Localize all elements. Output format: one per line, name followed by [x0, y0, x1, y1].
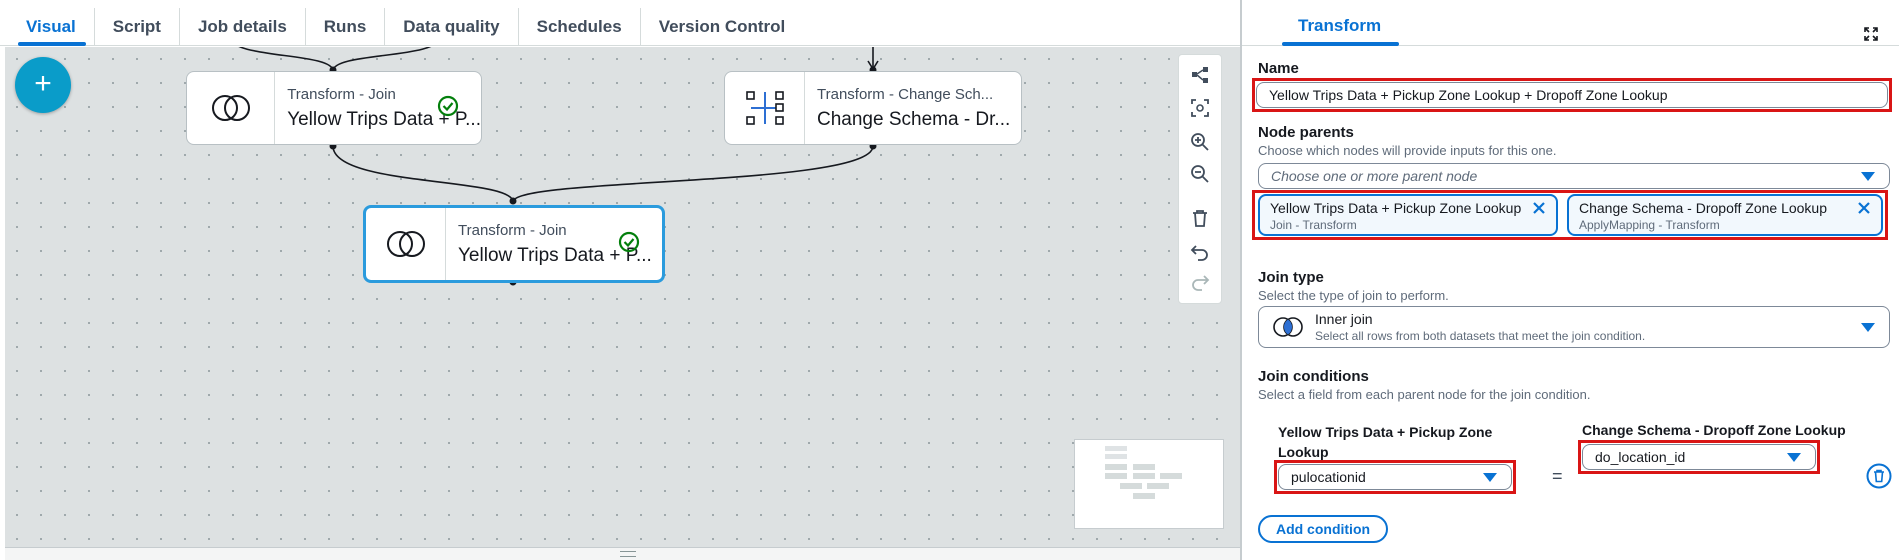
parent-token-subtitle: ApplyMapping - Transform: [1579, 218, 1720, 232]
add-node-button[interactable]: +: [15, 57, 71, 113]
node-body: Transform - Change Sch... Change Schema …: [805, 72, 1021, 144]
parent-token-subtitle: Join - Transform: [1270, 218, 1357, 232]
resize-grip-icon[interactable]: [620, 551, 636, 557]
node-body: Transform - Join Yellow Trips Data + P..…: [446, 208, 662, 280]
panel-tabbar: Transform: [1242, 8, 1899, 46]
node-type: Transform - Join: [287, 85, 396, 103]
delete-condition-icon[interactable]: [1866, 463, 1892, 489]
fit-view-icon[interactable]: [1189, 97, 1211, 119]
minimap-graph: [1105, 446, 1182, 499]
remove-token-icon[interactable]: [1857, 201, 1871, 215]
parent-token-title: Yellow Trips Data + Pickup Zone Lookup: [1270, 200, 1522, 216]
success-check-icon: [437, 95, 459, 117]
highlight-box: [1252, 78, 1892, 112]
join-type-value-block: Inner join Select all rows from both dat…: [1315, 311, 1645, 343]
right-field-label: Change Schema - Dropoff Zone Lookup: [1582, 422, 1846, 438]
expand-icon[interactable]: [1863, 26, 1879, 42]
equals-sign: =: [1552, 466, 1563, 486]
tab-job-details[interactable]: Job details: [180, 7, 306, 46]
panel-splitter[interactable]: [1240, 0, 1242, 560]
tab-version-control[interactable]: Version Control: [658, 16, 786, 36]
node-icon-cell: [725, 72, 805, 144]
node-join-pickup[interactable]: Transform - Join Yellow Trips Data + P..…: [186, 71, 482, 145]
chevron-down-icon: [1861, 172, 1875, 181]
join-type-description: Select the type of join to perform.: [1258, 288, 1449, 303]
graph-canvas[interactable]: + Transform - Join Yellow Trips Data + P…: [5, 47, 1240, 547]
node-parents-label: Node parents: [1258, 124, 1354, 141]
left-field-label: Yellow Trips Data + Pickup Zone Lookup: [1278, 424, 1493, 460]
chevron-down-icon: [1483, 473, 1497, 482]
layout-icon[interactable]: [1189, 64, 1211, 86]
node-title: Yellow Trips Data + P...: [458, 244, 652, 266]
right-field-value: do_location_id: [1595, 449, 1686, 465]
join-type-label: Join type: [1258, 269, 1324, 286]
join-conditions-label: Join conditions: [1258, 368, 1369, 385]
delete-icon[interactable]: [1189, 207, 1211, 229]
node-parents-select[interactable]: Choose one or more parent node: [1258, 163, 1890, 189]
parent-token-2[interactable]: Change Schema - Dropoff Zone Lookup Appl…: [1567, 194, 1883, 236]
join-type-select[interactable]: Inner join Select all rows from both dat…: [1258, 306, 1890, 348]
node-parents-description: Choose which nodes will provide inputs f…: [1258, 143, 1557, 158]
node-type: Transform - Join: [458, 221, 567, 239]
join-icon: [211, 95, 250, 121]
node-body: Transform - Join Yellow Trips Data + P..…: [275, 72, 481, 144]
zoom-out-icon[interactable]: [1189, 163, 1211, 185]
parent-token-title: Change Schema - Dropoff Zone Lookup: [1579, 200, 1828, 216]
change-schema-icon: [745, 91, 784, 125]
success-check-icon: [618, 231, 640, 253]
chevron-down-icon: [1787, 453, 1801, 462]
node-icon-cell: [366, 208, 446, 280]
tab-transform[interactable]: Transform: [1262, 8, 1400, 46]
tab-schedules[interactable]: Schedules: [519, 7, 641, 46]
node-title: Change Schema - Dr...: [817, 108, 1011, 130]
name-input-value: Yellow Trips Data + Pickup Zone Lookup +…: [1269, 87, 1668, 103]
join-type-value: Inner join: [1315, 311, 1373, 327]
undo-icon[interactable]: [1189, 241, 1211, 263]
tab-script[interactable]: Script: [95, 7, 180, 46]
remove-token-icon[interactable]: [1532, 201, 1546, 215]
canvas-toolbar: [1178, 54, 1222, 304]
minimap[interactable]: [1074, 439, 1224, 529]
highlight-box: [1274, 460, 1516, 494]
node-icon-cell: [187, 72, 276, 144]
zoom-in-icon[interactable]: [1189, 131, 1211, 153]
join-conditions-description: Select a field from each parent node for…: [1258, 387, 1591, 402]
tab-visual[interactable]: Visual: [10, 7, 95, 46]
add-condition-button[interactable]: Add condition: [1258, 515, 1388, 543]
tab-data-quality[interactable]: Data quality: [385, 7, 519, 46]
canvas-resize-bar[interactable]: [5, 547, 1240, 560]
name-input[interactable]: Yellow Trips Data + Pickup Zone Lookup +…: [1256, 82, 1888, 108]
node-type: Transform - Change Sch...: [817, 85, 994, 103]
redo-icon[interactable]: [1189, 271, 1211, 293]
highlight-box: [1578, 440, 1820, 474]
visual-editor: Visual Script Job details Runs Data qual…: [0, 7, 1240, 560]
join-type-value-description: Select all rows from both datasets that …: [1315, 329, 1646, 343]
node-change-schema[interactable]: Transform - Change Sch... Change Schema …: [724, 71, 1022, 145]
node-join-dropoff[interactable]: Transform - Join Yellow Trips Data + P..…: [363, 205, 665, 283]
join-icon: [386, 231, 425, 257]
highlight-box: [1252, 190, 1888, 240]
right-field-select[interactable]: do_location_id: [1582, 444, 1816, 470]
parent-token-1[interactable]: Yellow Trips Data + Pickup Zone Lookup J…: [1258, 194, 1558, 236]
inner-join-icon: [1273, 317, 1303, 337]
left-field-select[interactable]: pulocationid: [1278, 464, 1512, 490]
left-field-value: pulocationid: [1291, 469, 1366, 485]
chevron-down-icon: [1861, 323, 1875, 332]
name-label: Name: [1258, 60, 1299, 77]
node-properties-panel: Transform Name Yellow Trips Data + Picku…: [1242, 0, 1899, 560]
tab-runs[interactable]: Runs: [306, 7, 386, 46]
editor-tabs: Visual Script Job details Runs Data qual…: [0, 7, 1240, 46]
node-title: Yellow Trips Data + P...: [287, 108, 481, 130]
node-parents-placeholder: Choose one or more parent node: [1271, 168, 1478, 184]
